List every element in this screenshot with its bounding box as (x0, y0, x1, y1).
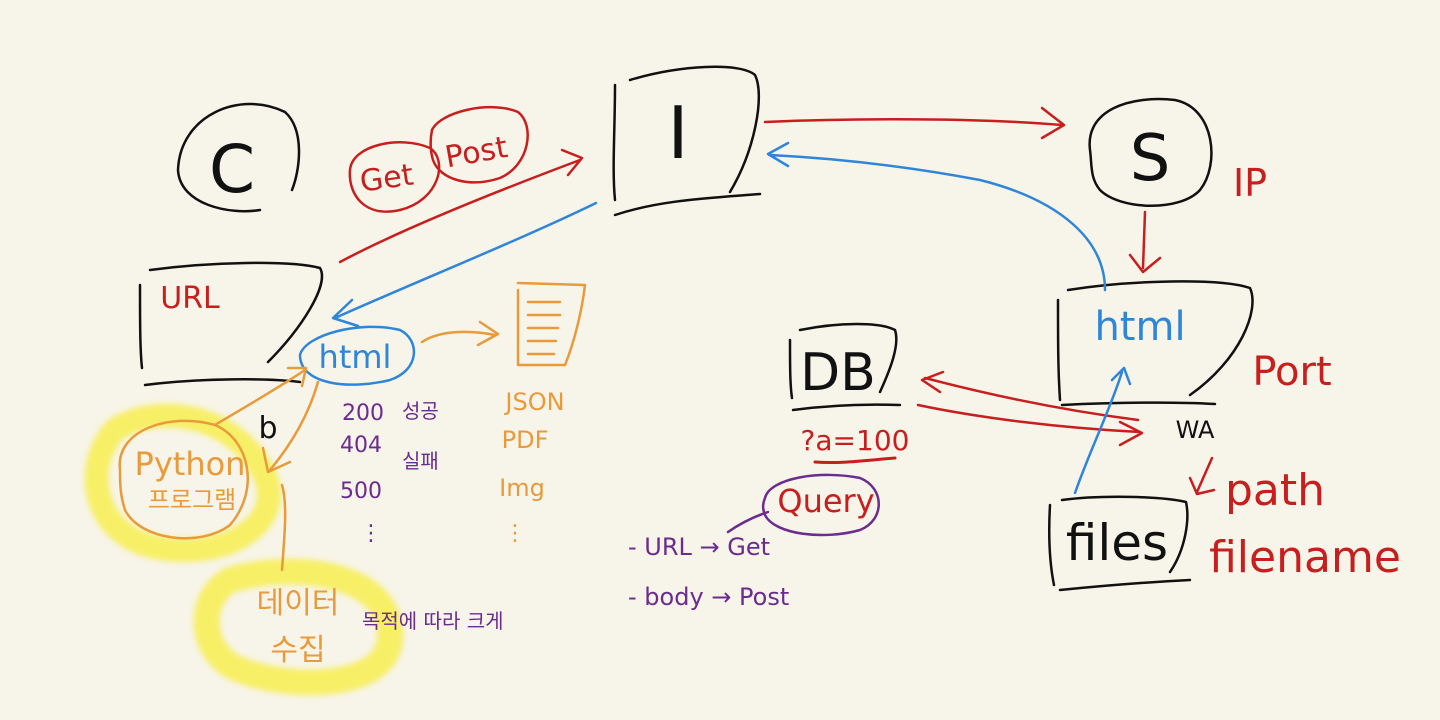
orange-strokes (118, 281, 587, 572)
python-circle (118, 419, 249, 540)
status-note: 성공 (402, 399, 439, 423)
html-server-label: html (1094, 304, 1185, 350)
post-label: Post (442, 130, 510, 175)
query-underline (813, 456, 897, 465)
python-to-data-line (280, 483, 287, 572)
program-label: 프로그램 (148, 486, 236, 514)
status-note: 실패 (402, 449, 439, 473)
db-wa-arrows (916, 370, 1144, 447)
html-client-label: html (319, 338, 392, 376)
blue-strokes (298, 141, 1132, 495)
server-to-internet-arrow (766, 141, 1107, 292)
internet-box (612, 65, 762, 217)
url-label: URL (160, 281, 220, 316)
query-label: Query (777, 482, 874, 520)
collect-label: 수집 (270, 633, 325, 668)
query-note-url: - URL → Get (628, 533, 770, 561)
get-circle (348, 141, 441, 213)
status-code: ⋮ (360, 521, 382, 546)
html-client-circle (298, 325, 416, 386)
filename-label: filename (1209, 532, 1401, 583)
status-code: 500 (340, 479, 382, 504)
db-label: DB (800, 343, 876, 403)
server-label: S (1130, 122, 1171, 196)
db-box (788, 322, 902, 412)
data-label: 데이터 (257, 586, 340, 621)
frames (138, 65, 1254, 592)
server-down-arrow (1128, 210, 1162, 274)
highlights (84, 403, 404, 696)
server-circle (1088, 97, 1213, 207)
data-highlight (193, 558, 404, 696)
b-label: b (258, 411, 277, 446)
ip-label: IP (1233, 161, 1267, 205)
port-label: Port (1252, 349, 1331, 395)
query-param-label: ?a=100 (801, 424, 910, 457)
files-label: files (1066, 514, 1168, 572)
get-label: Get (358, 158, 416, 200)
data-note-label: 목적에 따라 크게 (362, 609, 504, 633)
query-note-body: - body → Post (628, 583, 789, 611)
files-box (1047, 495, 1192, 592)
format-item: Img (499, 474, 545, 502)
format-item: JSON (503, 388, 564, 416)
post-circle (429, 105, 529, 184)
html-to-python-arrow (261, 380, 320, 474)
format-item: ⋮ (504, 521, 526, 546)
path-label: path (1225, 465, 1325, 516)
doc-icon (516, 281, 587, 367)
internet-to-server-arrow (763, 106, 1066, 140)
format-item: PDF (502, 426, 549, 454)
status-code: 200 (342, 401, 384, 426)
internet-label: I (667, 91, 688, 175)
status-code: 404 (340, 433, 382, 458)
wa-label: WA (1176, 416, 1215, 444)
path-arrow (1188, 456, 1216, 496)
server-window (1056, 280, 1254, 407)
client-circle (176, 102, 301, 213)
files-to-html-arrow (1073, 366, 1132, 495)
request-arrow (338, 148, 584, 264)
query-pointer (726, 510, 770, 534)
python-label: Python (135, 445, 246, 483)
client-label: C (209, 131, 255, 208)
response-arrow (331, 201, 598, 328)
python-highlight (84, 403, 281, 563)
red-strokes (338, 105, 1216, 496)
purple-strokes (726, 473, 880, 537)
html-to-doc-arrow (420, 320, 500, 347)
python-to-html-arrow (213, 366, 308, 427)
